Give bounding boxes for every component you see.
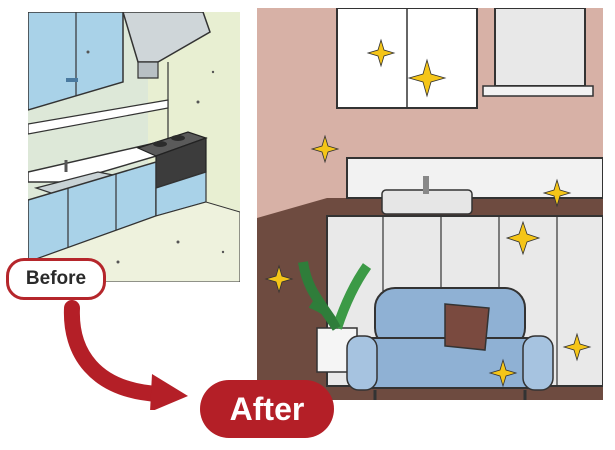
after-living-room-illustration bbox=[257, 8, 603, 400]
curved-arrow-icon bbox=[63, 300, 188, 410]
before-label: Before bbox=[6, 258, 106, 300]
before-kitchen-illustration bbox=[28, 12, 240, 282]
after-label: After bbox=[200, 380, 334, 438]
